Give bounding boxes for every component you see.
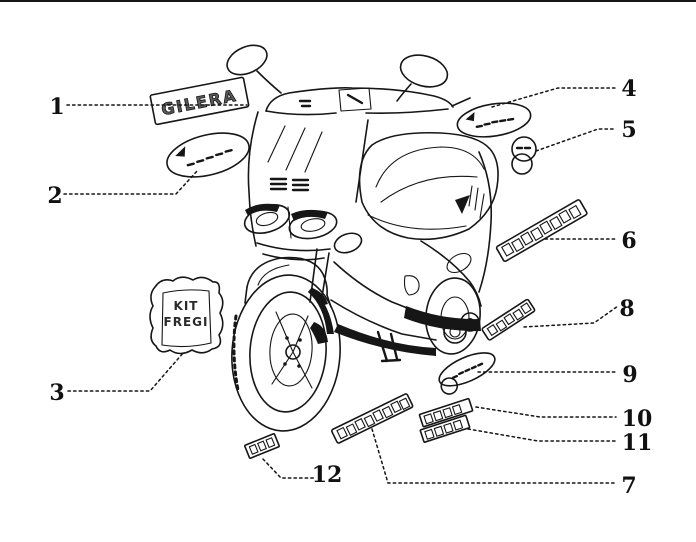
callout-number-7[interactable]: 7	[621, 473, 636, 499]
side-pocket	[333, 232, 363, 254]
decal-brand-sticker[interactable]: GILERA	[149, 76, 250, 126]
page-top-border	[0, 0, 696, 2]
callout-number-4[interactable]: 4	[621, 76, 636, 102]
right-mirror	[396, 54, 449, 102]
callout-12[interactable]: 12	[262, 458, 343, 488]
leader-line-8	[523, 305, 619, 328]
callout-2[interactable]: 2	[47, 169, 199, 209]
decal-strip-short[interactable]	[481, 298, 536, 341]
leader-line-2	[63, 169, 199, 195]
decal-strip-upper[interactable]	[495, 199, 588, 262]
leader-line-3	[67, 351, 185, 392]
callout-number-3[interactable]: 3	[49, 380, 64, 406]
decal-kit-package[interactable]: KIT FREGI	[149, 276, 224, 355]
leader-line-11	[467, 428, 617, 442]
decal-strip-lower[interactable]	[331, 393, 414, 444]
callout-number-8[interactable]: 8	[619, 296, 634, 322]
callout-9[interactable]: 9	[477, 362, 638, 388]
callout-3[interactable]: 3	[49, 351, 185, 406]
leader-line-4	[491, 87, 617, 108]
handlebar	[265, 87, 471, 116]
callout-8[interactable]: 8	[523, 296, 635, 328]
callout-1[interactable]: 1	[49, 94, 248, 120]
brake-caliper	[310, 322, 328, 344]
callout-number-11[interactable]: 11	[622, 430, 653, 456]
callout-number-1[interactable]: 1	[49, 94, 64, 120]
leader-line-12	[262, 458, 315, 479]
front-shield	[247, 111, 369, 247]
callout-5[interactable]: 5	[535, 117, 637, 152]
floorboard	[330, 261, 437, 356]
callout-number-10[interactable]: 10	[622, 406, 653, 432]
decal-oval-rear[interactable]	[455, 98, 533, 141]
callout-7[interactable]: 7	[371, 428, 637, 499]
front-wheel	[231, 274, 341, 432]
tail-body	[420, 151, 493, 307]
callout-number-5[interactable]: 5	[621, 117, 636, 143]
seat	[358, 131, 499, 241]
callout-11[interactable]: 11	[467, 428, 653, 456]
callout-10[interactable]: 10	[475, 406, 653, 432]
leader-line-5	[535, 128, 617, 152]
kit-label-line1: KIT	[174, 299, 199, 313]
scooter-illustration	[226, 44, 499, 432]
headlights	[243, 203, 338, 261]
rear-wheel-exhaust	[376, 277, 481, 363]
callout-number-2[interactable]: 2	[47, 183, 62, 209]
leader-line-7	[371, 428, 617, 484]
callout-number-12[interactable]: 12	[312, 462, 343, 488]
callout-4[interactable]: 4	[491, 76, 637, 108]
decal-oval-small[interactable]	[434, 346, 501, 396]
decal-oval-front[interactable]	[162, 125, 253, 184]
callout-number-9[interactable]: 9	[622, 362, 637, 388]
callout-number-6[interactable]: 6	[621, 228, 636, 254]
kit-label-line2: FREGI	[164, 315, 209, 329]
decal-tiny[interactable]	[244, 433, 280, 459]
leader-line-10	[475, 406, 617, 418]
center-stand	[376, 330, 402, 363]
arrow-marker	[455, 195, 470, 214]
left-mirror	[226, 44, 282, 94]
callout-6[interactable]: 6	[544, 228, 637, 254]
decal-round-emblem[interactable]	[511, 136, 537, 175]
decal-stacked-pair[interactable]	[415, 397, 477, 443]
